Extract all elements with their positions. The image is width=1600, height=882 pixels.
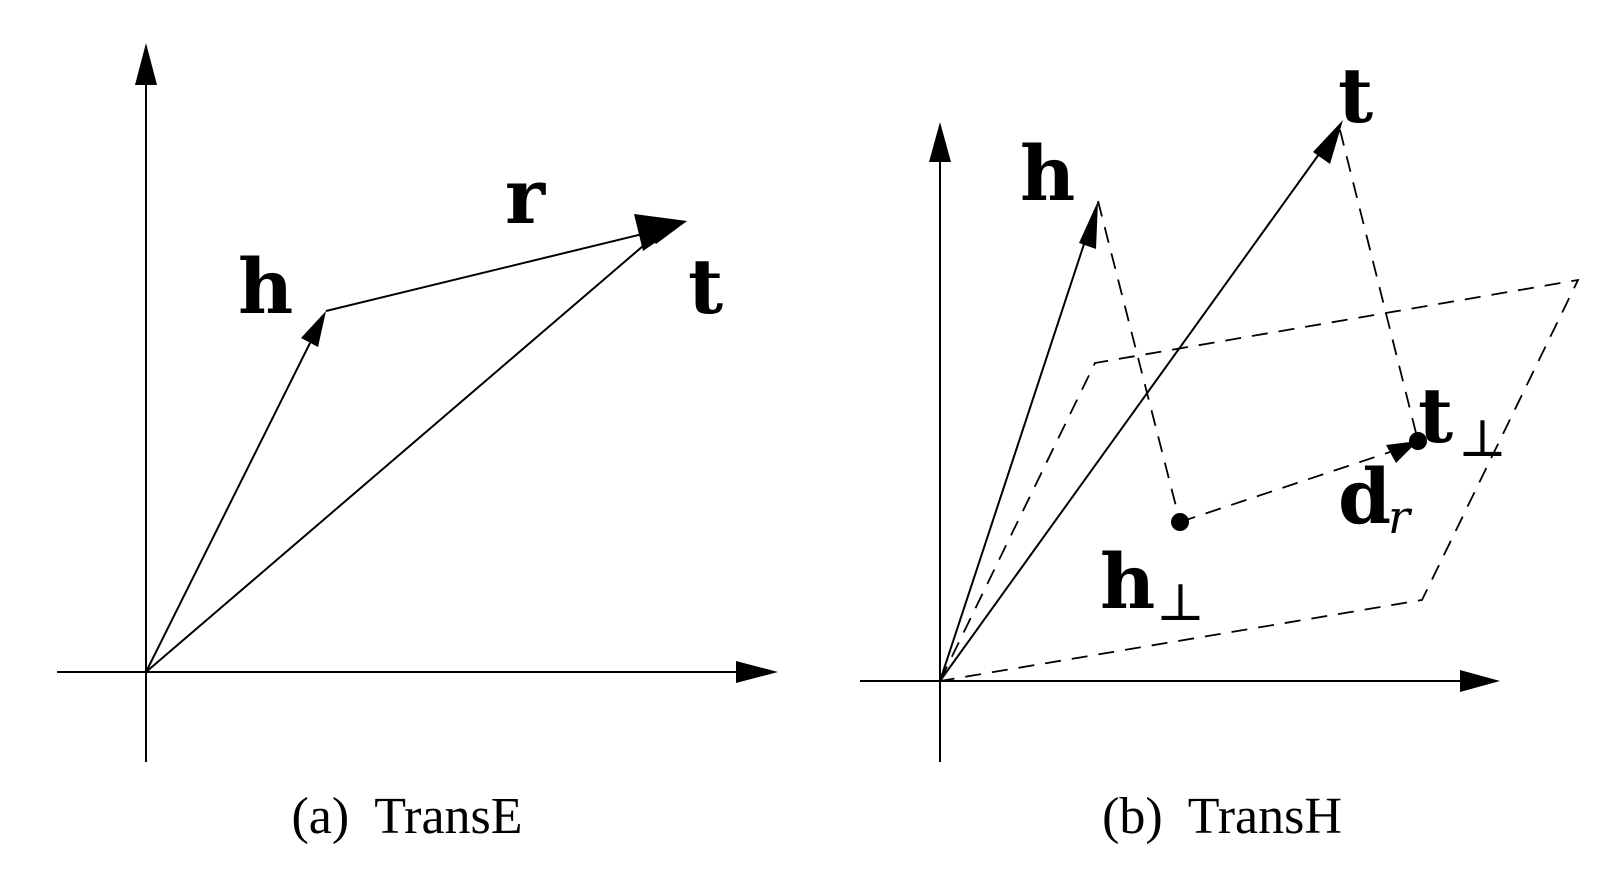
panel-a-label-h: h <box>238 242 293 331</box>
panel-a-vector-h <box>145 342 311 673</box>
label-t-perp-symbol: ⊥ <box>1458 409 1507 469</box>
panel-b-vector-t-arrowhead <box>1313 120 1343 164</box>
label-d: d <box>1338 452 1391 541</box>
panel-b-label-h: h <box>1020 129 1075 218</box>
panel-a-label-r: r <box>505 152 546 241</box>
projection-line-t <box>1339 129 1419 442</box>
vector-d-r <box>1179 451 1391 523</box>
panel-a-y-axis-arrowhead <box>135 43 157 85</box>
hyperplane <box>938 278 1580 683</box>
point-t-perp <box>1409 432 1427 450</box>
panel-b-y-axis-arrowhead <box>929 122 951 162</box>
panel-b-caption: (b) TransH <box>1102 788 1342 845</box>
panel-transh: h t h ⊥ t ⊥ d r (b) TransH <box>860 51 1580 845</box>
panel-b-vector-t <box>939 149 1323 682</box>
panel-a-vector-r <box>325 230 656 312</box>
label-h-perp: h <box>1100 537 1155 626</box>
projection-line-h <box>1097 200 1181 523</box>
panel-a-x-axis-arrowhead <box>736 661 778 683</box>
panel-b-x-axis-arrowhead <box>1460 670 1500 692</box>
panel-transe: h r t (a) TransE <box>57 43 778 845</box>
panel-a-vector-r-arrowhead <box>634 214 687 251</box>
label-t-perp: t <box>1418 371 1453 460</box>
panel-a-caption: (a) TransE <box>291 788 522 845</box>
label-d-subscript: r <box>1388 490 1413 544</box>
panel-b-label-t: t <box>1338 51 1373 140</box>
vector-d-r-arrowhead <box>1386 441 1418 463</box>
panel-b-vector-h <box>939 234 1088 682</box>
panel-b-vector-h-arrowhead <box>1079 201 1098 249</box>
panel-a-vector-h-arrowhead <box>301 311 326 347</box>
label-h-perp-symbol: ⊥ <box>1156 573 1205 633</box>
point-h-perp <box>1171 513 1189 531</box>
panel-a-vector-t <box>145 239 651 673</box>
panel-a-label-t: t <box>688 242 723 331</box>
